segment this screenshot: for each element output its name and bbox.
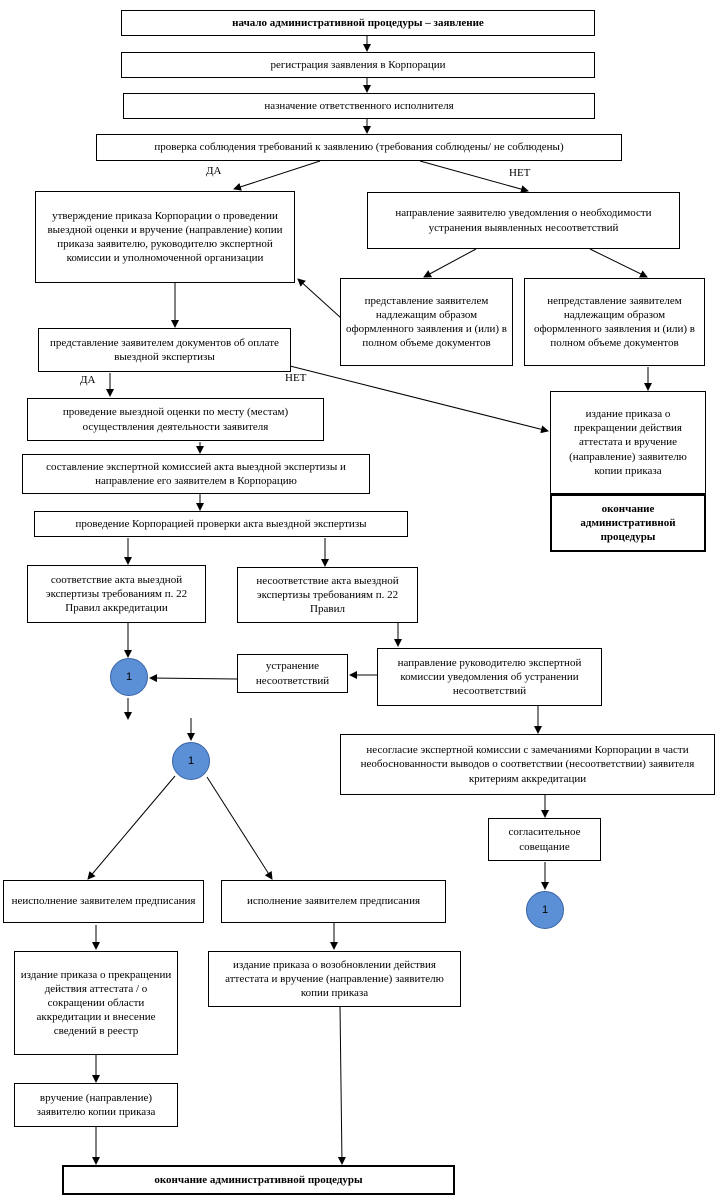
step-notify-head: направление руководителю экспертной коми… xyxy=(377,648,602,706)
step-executed: исполнение заявителем предписания xyxy=(221,880,446,923)
step-not-executed: неисполнение заявителем предписания xyxy=(3,880,204,923)
connector-1: 1 xyxy=(110,658,148,696)
step-act-check: проведение Корпорацией проверки акта вые… xyxy=(34,511,408,537)
step-act-compile: составление экспертной комиссией акта вы… xyxy=(22,454,370,494)
arrow xyxy=(233,160,321,191)
step-onsite-evaluation: проведение выездной оценки по месту (мес… xyxy=(27,398,324,441)
branch-yes-label: ДА xyxy=(206,165,222,177)
branch-yes-label: ДА xyxy=(80,374,96,386)
step-assign-executor: назначение ответственного исполнителя xyxy=(123,93,595,119)
step-registration: регистрация заявления в Корпорации xyxy=(121,52,595,78)
arrow xyxy=(423,248,477,278)
step-payment-docs: представление заявителем документов об о… xyxy=(38,328,291,372)
step-not-submitted: непредставление заявителем надлежащим об… xyxy=(524,278,705,366)
branch-no-label: НЕТ xyxy=(509,167,531,179)
connector-1: 1 xyxy=(526,891,564,929)
step-act-compliant: соответствие акта выездной экспертизы тр… xyxy=(27,565,206,623)
arrow xyxy=(206,776,273,880)
arrow xyxy=(589,248,648,278)
branch-no-label: НЕТ xyxy=(285,372,307,384)
step-disagree: несогласие экспертной комиссии с замечан… xyxy=(340,734,715,795)
step-terminate-reduce: издание приказа о прекращении действия а… xyxy=(14,951,178,1055)
step-end-bottom: окончание административной процедуры xyxy=(62,1165,455,1195)
arrow xyxy=(289,365,549,434)
step-conciliation: согласительное совещание xyxy=(488,818,601,861)
arrow xyxy=(337,1005,346,1165)
arrow xyxy=(87,775,176,880)
arrow xyxy=(297,278,342,319)
step-start: начало административной процедуры – заяв… xyxy=(121,10,595,36)
step-resume-order: издание приказа о возобновлении действия… xyxy=(208,951,461,1007)
step-notice-fix: направление заявителю уведомления о необ… xyxy=(367,192,680,249)
step-submitted: представление заявителем надлежащим обра… xyxy=(340,278,513,366)
step-terminate-order: издание приказа о прекращении действия а… xyxy=(550,391,706,494)
step-eliminate: устранение несоответствий xyxy=(237,654,348,693)
step-end-right: окончание административной процедуры xyxy=(550,494,706,552)
step-approve-order: утверждение приказа Корпорации о проведе… xyxy=(35,191,295,283)
arrow xyxy=(419,160,529,193)
step-check-requirements: проверка соблюдения требований к заявлен… xyxy=(96,134,622,161)
arrow xyxy=(149,674,238,683)
step-act-noncompliant: несоответствие акта выездной экспертизы … xyxy=(237,567,418,623)
connector-1: 1 xyxy=(172,742,210,780)
step-deliver-copy: вручение (направление) заявителю копии п… xyxy=(14,1083,178,1127)
